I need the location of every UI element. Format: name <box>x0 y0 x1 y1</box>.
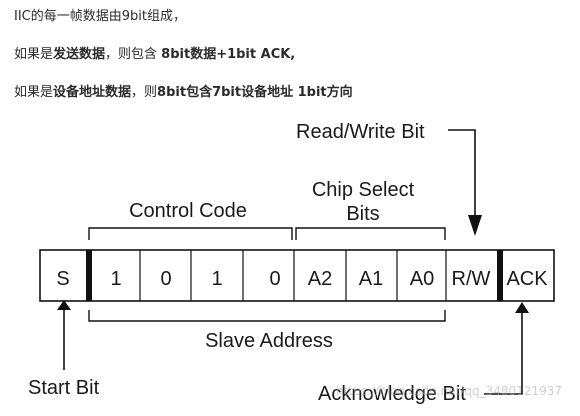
frame-bit-count-line: IIC的每一帧数据由9bit组成， <box>14 8 186 26</box>
send-data-term: 发送数据 <box>53 47 106 62</box>
frame-cell-read-write: R/W <box>452 268 491 290</box>
ack-bit-arrow-head <box>515 302 529 313</box>
slave-address-bracket <box>88 310 446 322</box>
device-address-mid: ，则 <box>131 85 158 100</box>
device-address-term: 设备地址数据 <box>53 85 132 100</box>
ack-separator <box>497 250 503 301</box>
frame-cell-a0: A0 <box>410 268 434 290</box>
control-code-label: Control Code <box>129 200 247 222</box>
frame-cell-bit5: 1 <box>211 268 222 290</box>
acknowledge-bit-label: Acknowledge Bit <box>318 383 466 405</box>
frame-cells: S 1 0 1 0 A2 A1 A0 R/W ACK <box>39 249 555 302</box>
frame-cell-bit6: 0 <box>160 268 171 290</box>
start-separator <box>86 250 92 301</box>
send-data-mid: ，则包含 <box>105 47 162 62</box>
control-code-bracket <box>88 227 293 240</box>
chip-select-label-line2: Bits <box>346 203 379 225</box>
i2c-frame-diagram: Read/Write Bit Chip Select Bits Control … <box>0 112 580 416</box>
frame-cell-a2: A2 <box>308 268 332 290</box>
frame-cell-bit7: 1 <box>110 268 121 290</box>
start-bit-arrow-head <box>57 300 71 310</box>
device-address-line: 如果是设备地址数据，则8bit包含7bit设备地址 1bit方向 <box>14 84 353 102</box>
frame-cell-bit4: 0 <box>269 268 280 290</box>
chip-select-bracket <box>295 227 446 240</box>
i2c-frame-svg: Read/Write Bit Chip Select Bits Control … <box>28 121 555 405</box>
device-address-prefix: 如果是 <box>14 85 54 100</box>
chip-select-label-line1: Chip Select <box>312 179 415 201</box>
send-data-detail: 8bit数据+1bit ACK, <box>161 47 296 62</box>
frame-cell-ack: ACK <box>506 268 548 290</box>
frame-bit-count-text: IIC的每一帧数据由9bit组成， <box>14 9 186 24</box>
read-write-bit-label: Read/Write Bit <box>296 121 425 143</box>
read-write-arrow-line <box>448 129 476 224</box>
device-address-detail: 8bit包含7bit设备地址 1bit方向 <box>157 85 353 100</box>
frame-cell-start: S <box>56 268 69 290</box>
frame-outline <box>39 249 555 302</box>
start-bit-label: Start Bit <box>28 377 100 399</box>
slave-address-label: Slave Address <box>205 330 333 352</box>
read-write-arrow-head <box>468 215 482 236</box>
ack-bit-arrow-line <box>484 311 523 395</box>
send-data-prefix: 如果是 <box>14 47 54 62</box>
send-data-line: 如果是发送数据，则包含 8bit数据+1bit ACK, <box>14 46 295 64</box>
frame-cell-a1: A1 <box>359 268 383 290</box>
